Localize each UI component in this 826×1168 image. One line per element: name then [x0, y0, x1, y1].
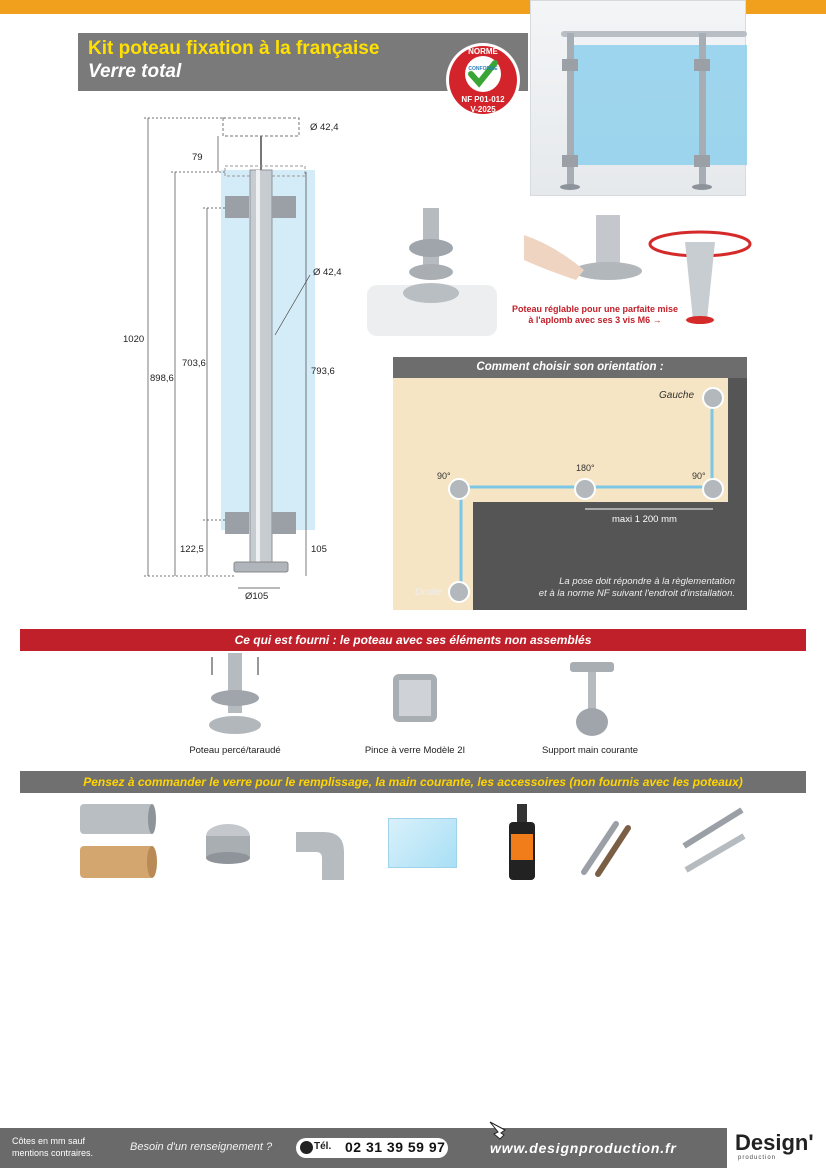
dim-top-diameter: Ø 42,4 — [310, 122, 339, 133]
supplied-title: Ce qui est fourni : le poteau avec ses é… — [20, 629, 806, 651]
units-line2: mentions contraires. — [12, 1148, 94, 1158]
handrail-support-icon — [570, 662, 614, 736]
badge-line2: V-2025 — [470, 105, 496, 114]
post-technical-drawing — [144, 117, 315, 589]
label-droite: Droite — [415, 587, 442, 598]
dim-base-diameter: Ø105 — [245, 591, 269, 602]
orientation-title: Comment choisir son orientation : — [393, 357, 747, 378]
phone-label: Tél. — [314, 1141, 332, 1152]
badge-conforme: CONFORME — [468, 66, 498, 72]
note-line2: et à la norme NF suivant l'endroit d'ins… — [538, 588, 735, 599]
nf-conformity-badge: NORME CONFORME NF P01-012 V-2025 — [446, 43, 520, 117]
label-90-left: 90° — [437, 471, 451, 481]
badge-line1: NF P01-012 — [461, 95, 505, 104]
supplied-item-0: Poteau percé/taraudé — [189, 745, 281, 756]
pointer-hand-icon — [489, 1121, 506, 1140]
help-question: Besoin d'un renseignement ? — [130, 1141, 273, 1153]
handrail-tubes-icon — [80, 804, 157, 878]
end-cap-icon — [206, 824, 250, 864]
label-maxi: maxi 1 200 mm — [612, 514, 677, 525]
dim-898: 898,6 — [150, 373, 174, 384]
dim-105: 105 — [311, 544, 327, 555]
units-line1: Côtes en mm sauf — [12, 1136, 86, 1146]
dim-1020: 1020 — [123, 334, 145, 345]
badge-norme: NORME — [468, 47, 498, 56]
brand-logo: Design' — [735, 1130, 814, 1155]
page-title: Kit poteau fixation à la française — [88, 38, 380, 59]
post-drilled-icon — [209, 653, 261, 734]
label-gauche: Gauche — [659, 390, 695, 401]
adjustment-photo — [516, 205, 676, 335]
dim-79: 79 — [192, 152, 203, 163]
order-title: Pensez à commander le verre pour le remp… — [20, 771, 806, 793]
adjust-note: Poteau réglable pour une parfaite mise à… — [511, 304, 679, 325]
threadlocker-bottle-icon — [509, 804, 535, 880]
glass-clamp-icon — [393, 674, 437, 722]
logo-box — [727, 1128, 826, 1168]
units-note: Côtes en mm sauf mentions contraires. — [12, 1135, 93, 1159]
post-base-photo — [367, 200, 497, 336]
label-180: 180° — [576, 463, 595, 473]
dim-793: 793,6 — [311, 366, 335, 377]
dim-703: 703,6 — [182, 358, 206, 369]
note-line1: La pose doit répondre à la règlementatio… — [559, 576, 735, 587]
railing-photo — [530, 0, 747, 196]
phone-arrow-icon — [300, 1141, 313, 1154]
orientation-note: La pose doit répondre à la règlementatio… — [480, 576, 735, 600]
glass-panel-icon — [388, 818, 457, 868]
dim-122: 122,5 — [180, 544, 204, 555]
label-90-right: 90° — [692, 471, 706, 481]
website-link[interactable]: www.designproduction.fr — [490, 1140, 677, 1156]
elbow-connector-icon — [296, 832, 344, 880]
drill-bits-icon — [581, 821, 631, 877]
page-subtitle: Verre total — [88, 61, 182, 82]
dim-tube-diameter: Ø 42,4 — [313, 267, 342, 278]
brand-logo-sub: production — [738, 1155, 777, 1161]
anchor-bolts-icon — [682, 807, 746, 873]
phone-pill[interactable] — [296, 1138, 448, 1158]
orientation-panel — [393, 378, 747, 610]
supplied-item-2: Support main courante — [541, 745, 639, 756]
phone-number[interactable]: 02 31 39 59 97 — [345, 1139, 446, 1155]
rotation-icon — [648, 230, 752, 324]
supplied-item-1: Pince à verre Modèle 2I — [364, 745, 466, 756]
